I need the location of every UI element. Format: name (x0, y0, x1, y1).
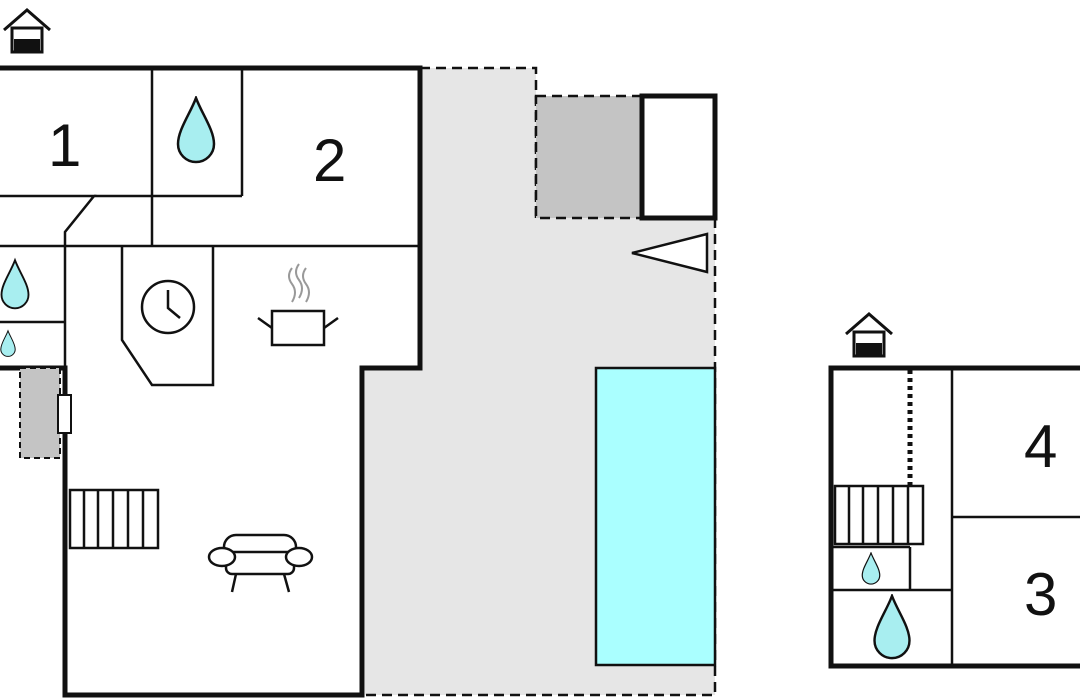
outdoor-structure (639, 93, 718, 221)
door (57, 394, 72, 434)
room-4-label: 4 (1024, 413, 1057, 480)
entrance-house-icon (2, 8, 52, 54)
shaded-area (534, 94, 644, 220)
room-1-label: 1 (48, 112, 81, 179)
stairs-icon (68, 488, 160, 550)
side-shaded-area (19, 367, 61, 459)
clock-icon (140, 279, 196, 335)
interior-walls (0, 68, 420, 387)
stairs-icon (833, 484, 925, 546)
room-2-label: 2 (313, 127, 346, 194)
sofa-icon (207, 533, 314, 593)
room-3-label: 3 (1024, 561, 1057, 628)
triangle-marker (631, 232, 709, 274)
cooking-pot-icon (257, 263, 339, 347)
entrance-house-icon-2 (844, 312, 894, 358)
pool (594, 366, 717, 667)
second-building (828, 365, 1080, 669)
